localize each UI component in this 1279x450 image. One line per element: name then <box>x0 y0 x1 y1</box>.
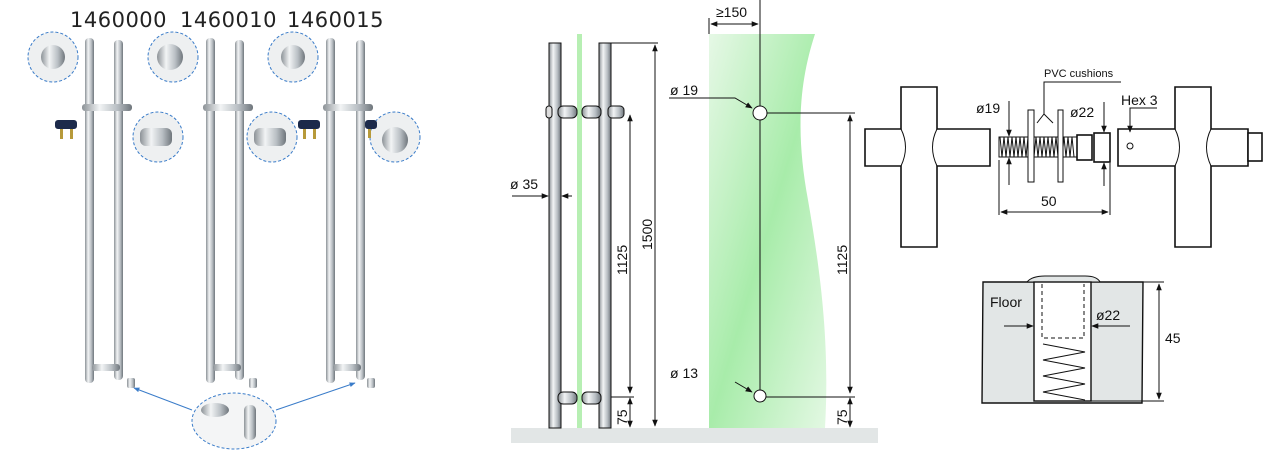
pvc-cushion <box>1057 109 1064 183</box>
dim-50: 50 <box>1041 193 1057 209</box>
bottom-hole <box>753 389 767 403</box>
keys-icon <box>365 120 377 138</box>
glass-drilling-drawing: ≥150 ø 19 ø 13 1125 75 <box>669 0 855 428</box>
dim-1125-glass: 1125 <box>834 245 850 275</box>
floor-hole <box>1033 281 1092 402</box>
dim-dia-35: ø 35 <box>510 176 538 192</box>
handle-1460015 <box>267 31 421 388</box>
handle-1460010 <box>147 31 298 388</box>
keys-icon <box>55 120 77 139</box>
keys-icon <box>298 120 320 139</box>
product-code-1: 1460000 <box>70 8 167 32</box>
glass-panel <box>709 34 827 428</box>
spring <box>1042 343 1086 401</box>
top-hole <box>752 105 768 121</box>
side-view-drawing: 1500 1125 75 ø 35 <box>510 34 878 443</box>
floor-lock-detail-drawing: Floor ø22 45 <box>981 275 1181 404</box>
dim-dia-19-bolt: ø19 <box>976 100 1000 116</box>
dim-dia-13: ø 13 <box>670 365 698 381</box>
dim-dia-22-floor: ø22 <box>1096 307 1120 323</box>
floor-label: Floor <box>990 294 1022 310</box>
handle-1460000 <box>27 31 184 388</box>
dim-dia-19: ø 19 <box>670 82 698 98</box>
hex-3-label: Hex 3 <box>1121 92 1158 108</box>
glass-edge <box>577 34 582 428</box>
dim-45: 45 <box>1165 330 1181 346</box>
dim-1125: 1125 <box>614 245 630 275</box>
pvc-cushion <box>1027 109 1035 183</box>
dim-dia-22-nut: ø22 <box>1070 104 1094 120</box>
dim-min-150: ≥150 <box>716 4 747 20</box>
pvc-cushions-label: PVC cushions <box>1044 68 1114 80</box>
dim-1500: 1500 <box>639 219 655 250</box>
product-images: 1460000 1460010 1460015 <box>27 8 421 450</box>
product-code-2: 1460010 <box>180 8 277 32</box>
floor <box>511 428 878 443</box>
hex-screw-hole <box>1126 142 1134 150</box>
dim-75: 75 <box>614 409 630 425</box>
dim-75-glass: 75 <box>834 409 850 425</box>
product-code-3: 1460015 <box>287 8 384 32</box>
fixing-detail-drawing: PVC cushions ø19 ø22 50 Hex 3 <box>864 68 1263 248</box>
floor-lock-callout <box>133 382 356 450</box>
